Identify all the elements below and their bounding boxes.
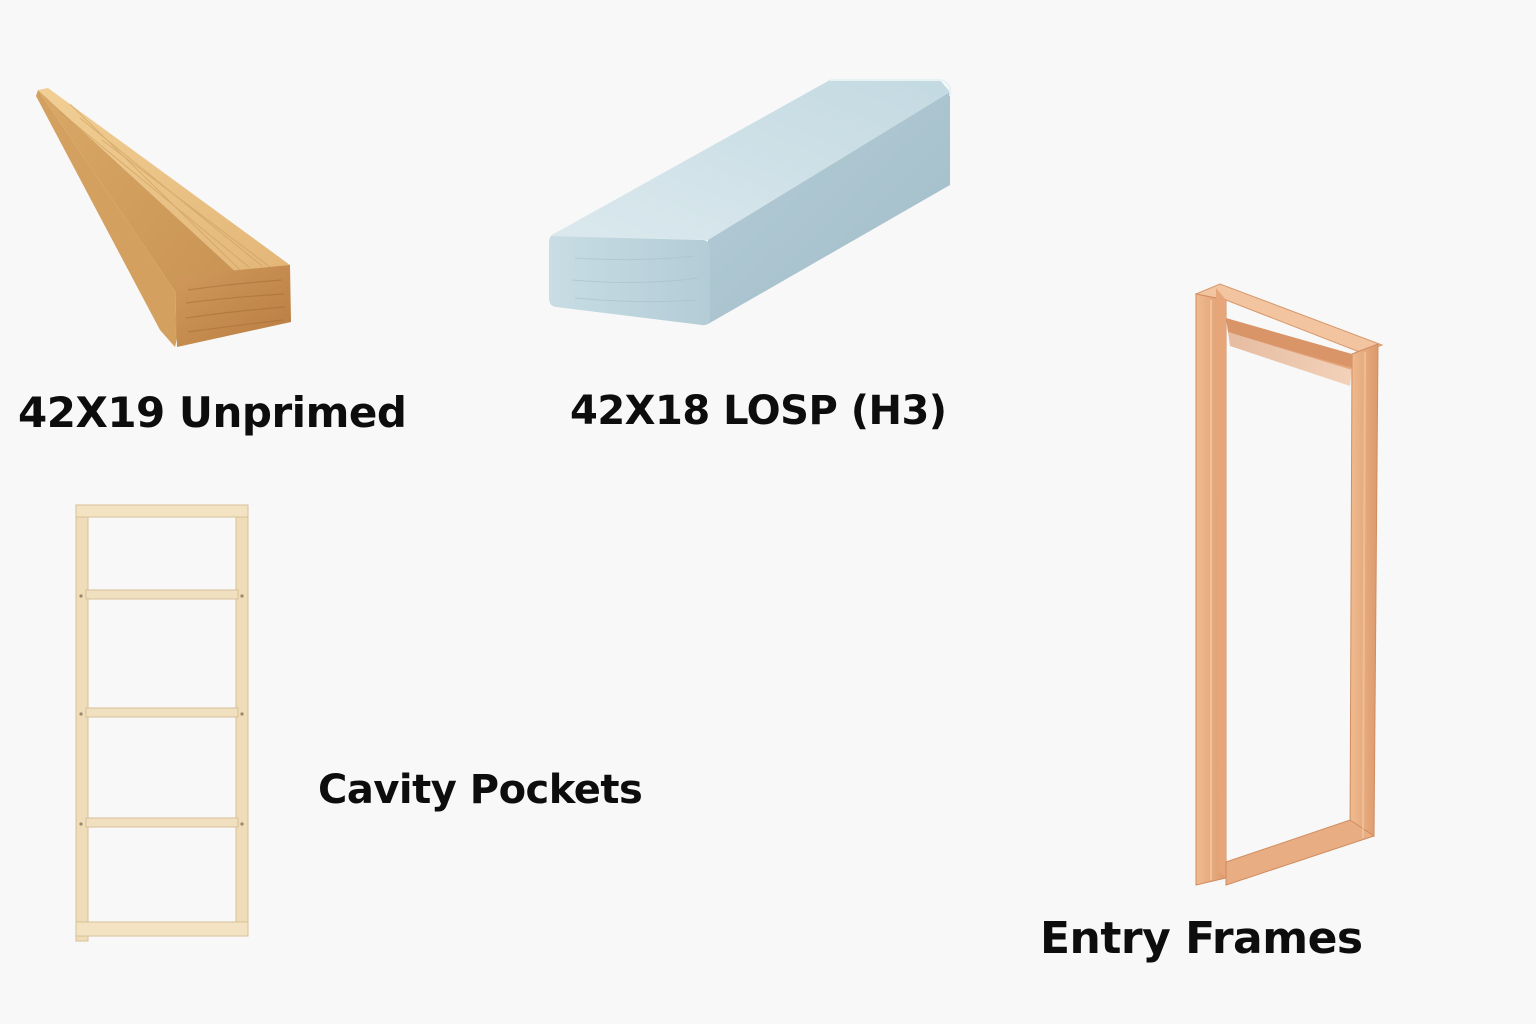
product-label-unprimed: 42X19 Unprimed (18, 388, 407, 437)
treated-board-icon (549, 79, 952, 326)
product-label-losp: 42X18 LOSP (H3) (570, 388, 947, 434)
entry-frame-icon (1194, 283, 1384, 886)
product-label-entry-frames: Entry Frames (1040, 913, 1363, 964)
product-label-cavity-pockets: Cavity Pockets (318, 767, 643, 813)
timber-board-icon (36, 88, 291, 347)
cavity-pocket-icon (75, 504, 249, 942)
